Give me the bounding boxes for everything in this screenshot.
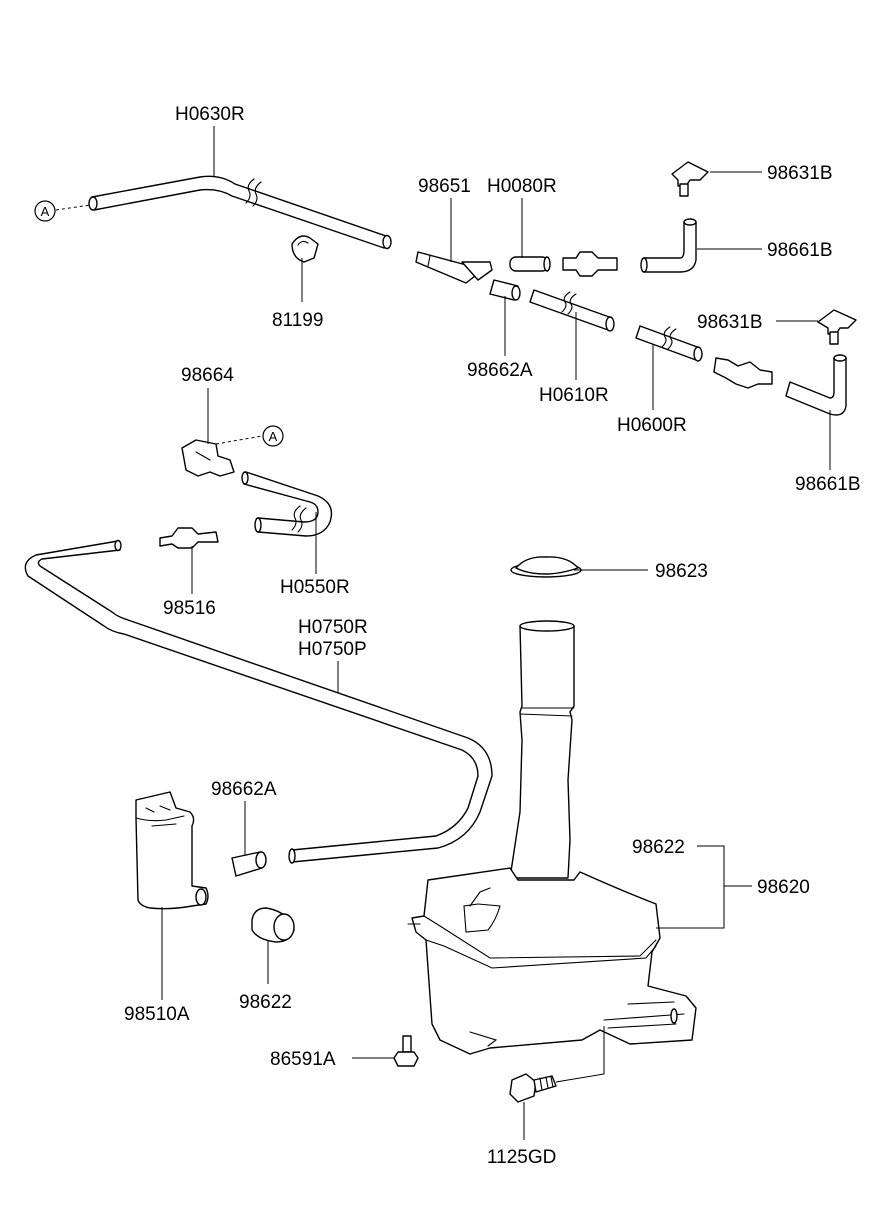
elbow-hose-98661b-top[interactable] (640, 218, 697, 273)
cap-98623[interactable] (510, 556, 582, 578)
nozzle-98631b-mid[interactable] (817, 309, 857, 345)
label-h0600r[interactable]: H0600R (617, 415, 687, 436)
hose-h0630r[interactable] (88, 175, 392, 250)
label-81199[interactable]: 81199 (272, 310, 323, 331)
label-h0080r[interactable]: H0080R (487, 176, 557, 197)
check-valve-mid[interactable] (713, 357, 773, 389)
hose-h0550r[interactable] (241, 471, 333, 537)
label-98622-tank[interactable]: 98622 (632, 837, 685, 858)
label-98661b-bottom[interactable]: 98661B (795, 474, 861, 495)
hose-h0080r[interactable] (509, 256, 551, 272)
connector-top[interactable] (562, 251, 618, 277)
label-h0630r[interactable]: H0630R (175, 104, 245, 125)
label-98631b-mid[interactable]: 98631B (697, 312, 763, 333)
label-98620[interactable]: 98620 (757, 877, 810, 898)
grommet-98622-low[interactable] (251, 907, 295, 943)
bolt-86591a[interactable] (393, 1035, 419, 1067)
elbow-hose-98661b-bottom[interactable] (785, 354, 847, 416)
t-connector-98664[interactable] (181, 439, 235, 477)
pump-98510a[interactable] (135, 791, 209, 910)
label-h0610r[interactable]: H0610R (539, 385, 609, 406)
label-98631b-top[interactable]: 98631B (767, 163, 833, 184)
clip-81199[interactable] (291, 235, 319, 263)
svg-text:A: A (269, 429, 278, 444)
label-86591a[interactable]: 86591A (270, 1049, 336, 1070)
label-98651[interactable]: 98651 (418, 176, 471, 197)
part-labels: H0630R 81199 98651 H0080R 98631B 98661B … (124, 104, 861, 1168)
leader-lines (161, 126, 831, 1140)
connector-98516[interactable] (159, 527, 219, 549)
sleeve-98662a-top[interactable] (489, 279, 521, 301)
hose-h0600r[interactable] (635, 325, 703, 362)
label-98662a-top[interactable]: 98662A (467, 360, 533, 381)
label-98661b-top[interactable]: 98661B (767, 240, 833, 261)
nozzle-98631b-top[interactable] (671, 161, 709, 197)
label-h0750r[interactable]: H0750R (298, 617, 368, 638)
connector-98651[interactable] (415, 251, 493, 284)
label-h0550r[interactable]: H0550R (280, 577, 350, 598)
label-98623[interactable]: 98623 (655, 561, 708, 582)
sleeve-98662a-low[interactable] (231, 851, 267, 877)
label-h0750p[interactable]: H0750P (298, 639, 367, 660)
label-98622-low[interactable]: 98622 (239, 992, 292, 1013)
label-98664[interactable]: 98664 (181, 365, 234, 386)
svg-text:A: A (41, 204, 50, 219)
label-98662a-low[interactable]: 98662A (211, 779, 277, 800)
washer-tank-98620[interactable] (407, 620, 697, 1055)
bolt-1125gd[interactable] (509, 1073, 557, 1103)
hose-h0750r[interactable] (24, 539, 493, 864)
label-98516[interactable]: 98516 (163, 598, 216, 619)
label-1125gd[interactable]: 1125GD (487, 1147, 556, 1168)
reference-marker-a-left: A (34, 200, 91, 222)
hose-h0610r[interactable] (529, 289, 615, 332)
reference-marker-a-right: A (215, 425, 284, 447)
label-98510a[interactable]: 98510A (124, 1004, 190, 1025)
